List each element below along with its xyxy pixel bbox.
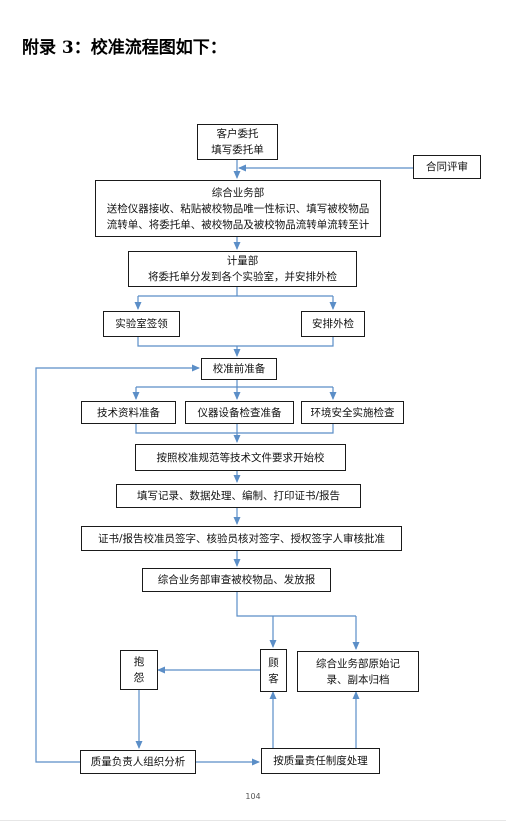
release-box: 综合业务部审查被校物品、发放报 — [142, 568, 331, 592]
branch-release — [236, 592, 356, 617]
client-request-box: 客户委托填写委托单 — [197, 124, 278, 160]
tech-docs-box: 技术资料准备 — [81, 401, 176, 424]
metrology-dept-box: 计量部将委托单分发到各个实验室，并安排外检 — [128, 251, 357, 287]
branch-pre-calibration — [136, 380, 333, 388]
external-check-box: 安排外检 — [301, 311, 365, 337]
quality-process-box: 按质量责任制度处理 — [261, 748, 380, 774]
general-affairs-box: 综合业务部送检仪器接收、粘贴被校物品唯一性标识、填写被校物品流转单、将委托单、被… — [95, 180, 381, 237]
records-box: 填写记录、数据处理、编制、打印证书/报告 — [116, 484, 361, 508]
page-heading: 附录 3：校准流程图如下： — [22, 38, 227, 58]
footer-divider — [0, 820, 506, 821]
merge-to-pre-calibration — [137, 337, 334, 356]
environment-check-box: 环境安全实施检查 — [301, 401, 404, 424]
equipment-check-box: 仪器设备检查准备 — [185, 401, 294, 424]
customer-box: 顾客 — [260, 649, 287, 692]
contract-review-box: 合同评审 — [413, 155, 481, 179]
complaint-box: 抱怨 — [120, 650, 158, 690]
signatures-box: 证书/报告校准员签字、核验员核对签字、授权签字人审核批准 — [81, 526, 402, 551]
pre-calibration-box: 校准前准备 — [201, 358, 277, 380]
page-number: 104 — [245, 792, 261, 801]
lab-receive-box: 实验室签领 — [103, 311, 180, 337]
branch-metrology — [138, 287, 333, 297]
start-calibration-box: 按照校准规范等技术文件要求开始校 — [135, 444, 346, 471]
loop-analysis-to-pre-calibration — [35, 364, 200, 763]
archive-box: 综合业务部原始记录、副本归档 — [297, 651, 419, 692]
merge-to-start — [135, 424, 334, 442]
quality-analysis-box: 质量负责人组织分析 — [80, 750, 196, 774]
